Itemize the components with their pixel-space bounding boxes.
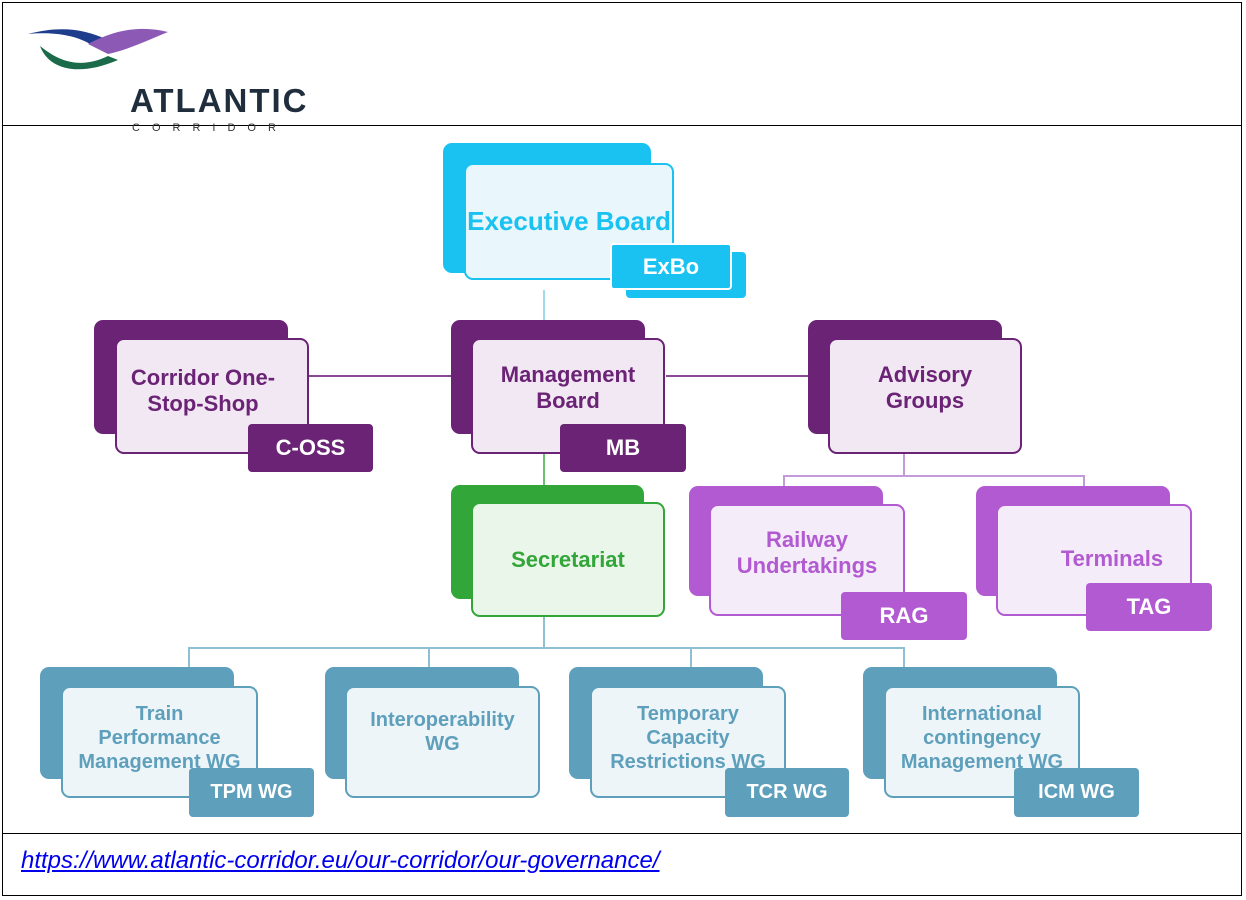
- logo-swoosh-icon: [28, 28, 168, 70]
- tag-tag: TAG: [1086, 583, 1212, 631]
- c-oss-tag: C-OSS: [248, 424, 373, 472]
- logo-wordmark: ATLANTIC: [130, 82, 309, 119]
- connector-wg-tpm: [188, 647, 190, 667]
- connector-exbo-mb: [543, 290, 545, 320]
- icm-wg-tag: ICM WG: [1014, 768, 1139, 817]
- tcr-wg-tag: TCR WG: [725, 768, 849, 817]
- mb-tag: MB: [560, 424, 686, 472]
- c-oss-label: Corridor One-Stop-Shop: [115, 338, 309, 454]
- rag-tag: RAG: [841, 592, 967, 640]
- connector-advisory-branch: [783, 475, 1085, 477]
- connector-mb-secretariat: [543, 452, 545, 486]
- interoperability-wg-label: Interoperability WG: [345, 686, 540, 798]
- connector-secretariat-wg: [543, 616, 545, 648]
- icm-wg-label: International contingency Management WG: [884, 686, 1080, 798]
- connector-wg-branch: [188, 647, 904, 649]
- connector-wg-icm: [903, 647, 905, 667]
- connector-advisory-stem: [903, 452, 905, 476]
- tpm-wg-tag: TPM WG: [189, 768, 314, 817]
- connector-wg-interop: [428, 647, 430, 667]
- connector-mb-advisory: [666, 375, 808, 377]
- advisory-groups-label: Advisory Groups: [828, 338, 1022, 454]
- connector-advisory-rag: [783, 475, 785, 487]
- atlantic-corridor-logo: ATLANTIC CORRIDOR: [28, 22, 307, 134]
- footer-divider: [2, 833, 1242, 834]
- logo-subtitle: CORRIDOR: [132, 122, 288, 134]
- governance-link[interactable]: https://www.atlantic-corridor.eu/our-cor…: [21, 847, 660, 874]
- header-divider: [2, 125, 1242, 126]
- secretariat-label: Secretariat: [471, 502, 665, 617]
- exbo-tag: ExBo: [610, 243, 732, 290]
- connector-advisory-tag: [1083, 475, 1085, 487]
- connector-wg-tcr: [690, 647, 692, 667]
- connector-coss-mb: [308, 375, 452, 377]
